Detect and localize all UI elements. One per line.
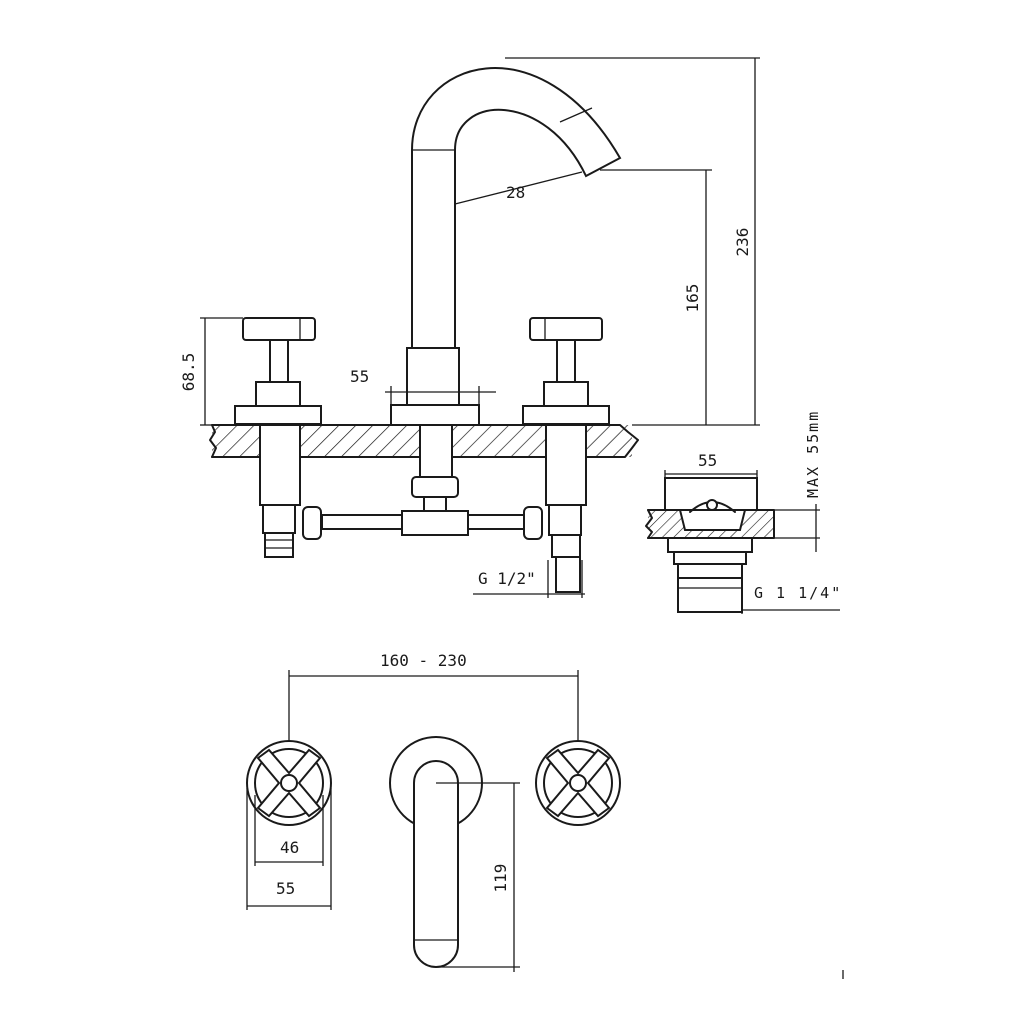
right-valve: [522, 317, 610, 593]
left-cross-handle-top: [246, 740, 332, 826]
dim-28: 28: [506, 183, 525, 202]
dimension-spout-base: 55: [350, 367, 496, 405]
drain-detail: 55 MAX 55mm G 1 1/4": [645, 410, 842, 614]
dim-165: 165: [683, 284, 702, 313]
dim-55-base: 55: [350, 367, 369, 386]
dim-46: 46: [280, 838, 299, 857]
dim-max-55mm: MAX 55mm: [804, 410, 822, 498]
spout: [390, 67, 622, 426]
dim-160-230: 160 - 230: [380, 651, 467, 670]
dimension-spout-diameter: 28: [454, 171, 583, 205]
dimension-rosette-inner: 46: [254, 795, 324, 866]
side-elevation: 236 165 28 68.5 55: [179, 57, 760, 598]
dimension-spout-reach: 119: [436, 782, 520, 972]
mixing-body: [302, 424, 543, 540]
dim-68-5: 68.5: [179, 353, 198, 392]
dim-55-drain: 55: [698, 451, 717, 470]
dimension-handle-height: 68.5: [179, 317, 243, 426]
right-cross-handle-top: [535, 740, 621, 826]
dimension-rosette-outer: 55: [246, 788, 332, 910]
dim-119: 119: [491, 864, 510, 893]
dimension-total-height: 236: [505, 57, 760, 426]
dimension-inlet-thread: G 1/2": [473, 560, 585, 598]
dim-55-top: 55: [276, 879, 295, 898]
dim-236: 236: [733, 228, 752, 257]
top-view: 160 - 230 46: [246, 651, 621, 972]
dim-g-half: G 1/2": [478, 569, 536, 588]
dimension-spout-height: 165: [600, 169, 712, 425]
dimension-centers: 160 - 230: [288, 651, 579, 745]
left-valve: [234, 317, 322, 558]
dim-g-1-1-4: G 1 1/4": [754, 584, 842, 602]
spout-top: [389, 736, 483, 968]
